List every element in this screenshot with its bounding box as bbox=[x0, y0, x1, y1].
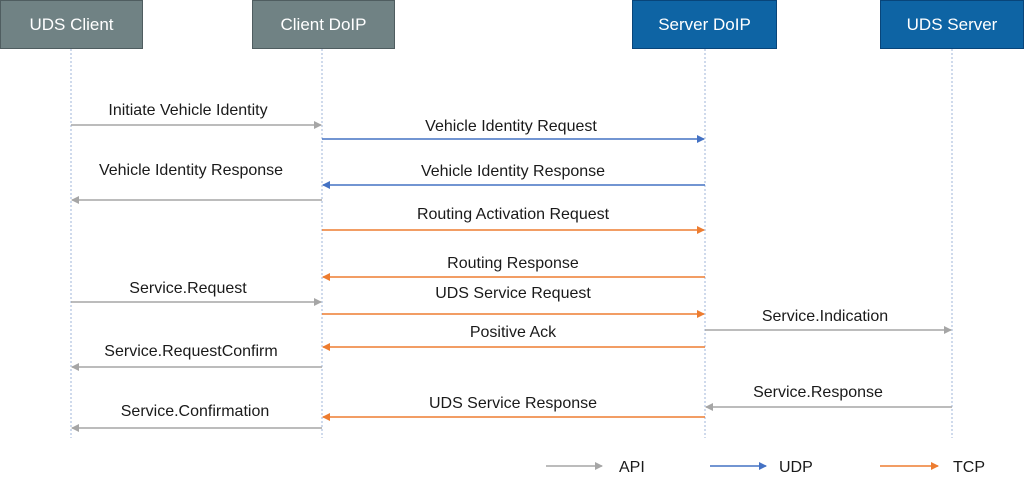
message-label: UDS Service Response bbox=[429, 395, 597, 412]
actor-client-doip: Client DoIP bbox=[252, 0, 395, 49]
message-label: Initiate Vehicle Identity bbox=[108, 102, 267, 119]
message-label: Positive Ack bbox=[470, 324, 557, 341]
actor-server-doip: Server DoIP bbox=[632, 0, 777, 49]
message-label: Routing Activation Request bbox=[417, 206, 610, 223]
message-label: Service.RequestConfirm bbox=[104, 343, 277, 360]
message-label: Service.Confirmation bbox=[121, 403, 270, 420]
message-label: Vehicle Identity Response bbox=[421, 163, 605, 180]
message-label: Service.Response bbox=[753, 384, 883, 401]
actor-uds-server: UDS Server bbox=[880, 0, 1024, 49]
message-label: UDS Service Request bbox=[435, 285, 591, 302]
legend-tcp-label: TCP bbox=[953, 459, 985, 476]
message-label: Service.Request bbox=[129, 280, 247, 297]
legend-api-label: API bbox=[619, 459, 645, 476]
actor-uds-client: UDS Client bbox=[0, 0, 143, 49]
message-label: Service.Indication bbox=[762, 308, 888, 325]
message-label: Vehicle Identity Response bbox=[99, 162, 283, 179]
legend-udp-label: UDP bbox=[779, 459, 813, 476]
message-label: Routing Response bbox=[447, 255, 579, 272]
message-label: Vehicle Identity Request bbox=[425, 118, 597, 135]
